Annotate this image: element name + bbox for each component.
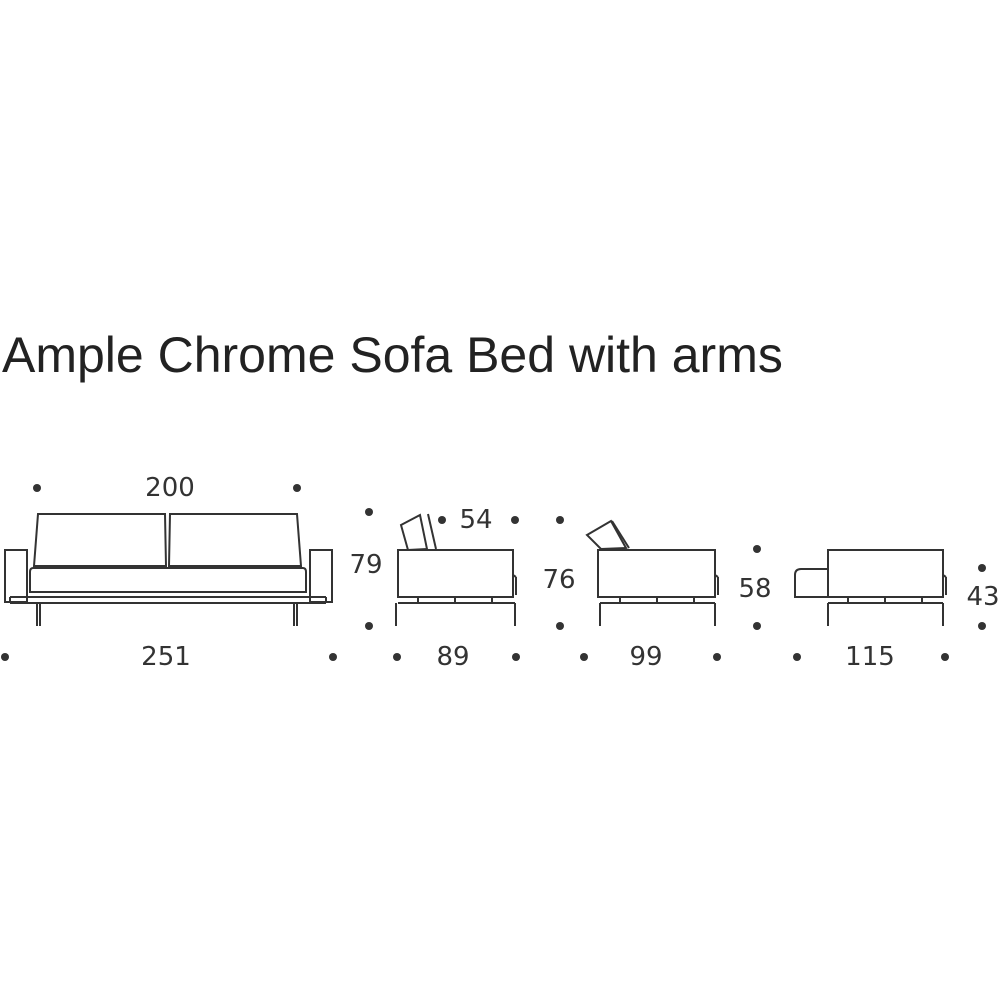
dimension-marker-dot xyxy=(1,653,9,661)
sofa-side-reclined-drawing xyxy=(585,519,719,626)
bed-length-label: 115 xyxy=(845,642,895,672)
front-top-width-label: 200 xyxy=(145,473,195,503)
dimension-marker-dot xyxy=(365,508,373,516)
side-view-upright: 79 54 89 xyxy=(349,505,520,672)
dimension-marker-dot xyxy=(978,622,986,630)
front-view: 200 251 xyxy=(1,473,337,672)
dimension-marker-dot xyxy=(580,653,588,661)
dimension-marker-dot xyxy=(713,653,721,661)
dimension-marker-dot xyxy=(556,622,564,630)
dimension-marker-dot xyxy=(438,516,446,524)
bed-seat-height-label: 43 xyxy=(966,582,999,612)
sofa-side-upright-drawing xyxy=(395,513,517,626)
dimension-marker-dot xyxy=(365,622,373,630)
dimension-marker-dot xyxy=(393,653,401,661)
dimension-marker-dot xyxy=(978,564,986,572)
dimension-marker-dot xyxy=(941,653,949,661)
dimension-marker-dot xyxy=(329,653,337,661)
side-view-reclined: 76 99 xyxy=(542,516,721,672)
dimension-marker-dot xyxy=(512,653,520,661)
recline-height-label: 76 xyxy=(542,565,575,595)
sofa-front-drawing xyxy=(4,513,333,626)
bed-view: 58 43 115 xyxy=(738,545,1000,672)
dimension-marker-dot xyxy=(793,653,801,661)
dimension-marker-dot xyxy=(293,484,301,492)
sofa-bed-drawing xyxy=(794,549,947,626)
side-seat-depth-label: 54 xyxy=(459,505,492,535)
dimension-marker-dot xyxy=(556,516,564,524)
dimension-marker-dot xyxy=(753,622,761,630)
bed-height-label: 58 xyxy=(738,574,771,604)
side-height-label: 79 xyxy=(349,550,382,580)
page-title: Ample Chrome Sofa Bed with arms xyxy=(2,327,783,383)
dimension-marker-dot xyxy=(753,545,761,553)
front-total-width-label: 251 xyxy=(141,642,191,672)
side-depth-label: 89 xyxy=(436,642,469,672)
recline-depth-label: 99 xyxy=(629,642,662,672)
dimension-marker-dot xyxy=(511,516,519,524)
dimension-marker-dot xyxy=(33,484,41,492)
